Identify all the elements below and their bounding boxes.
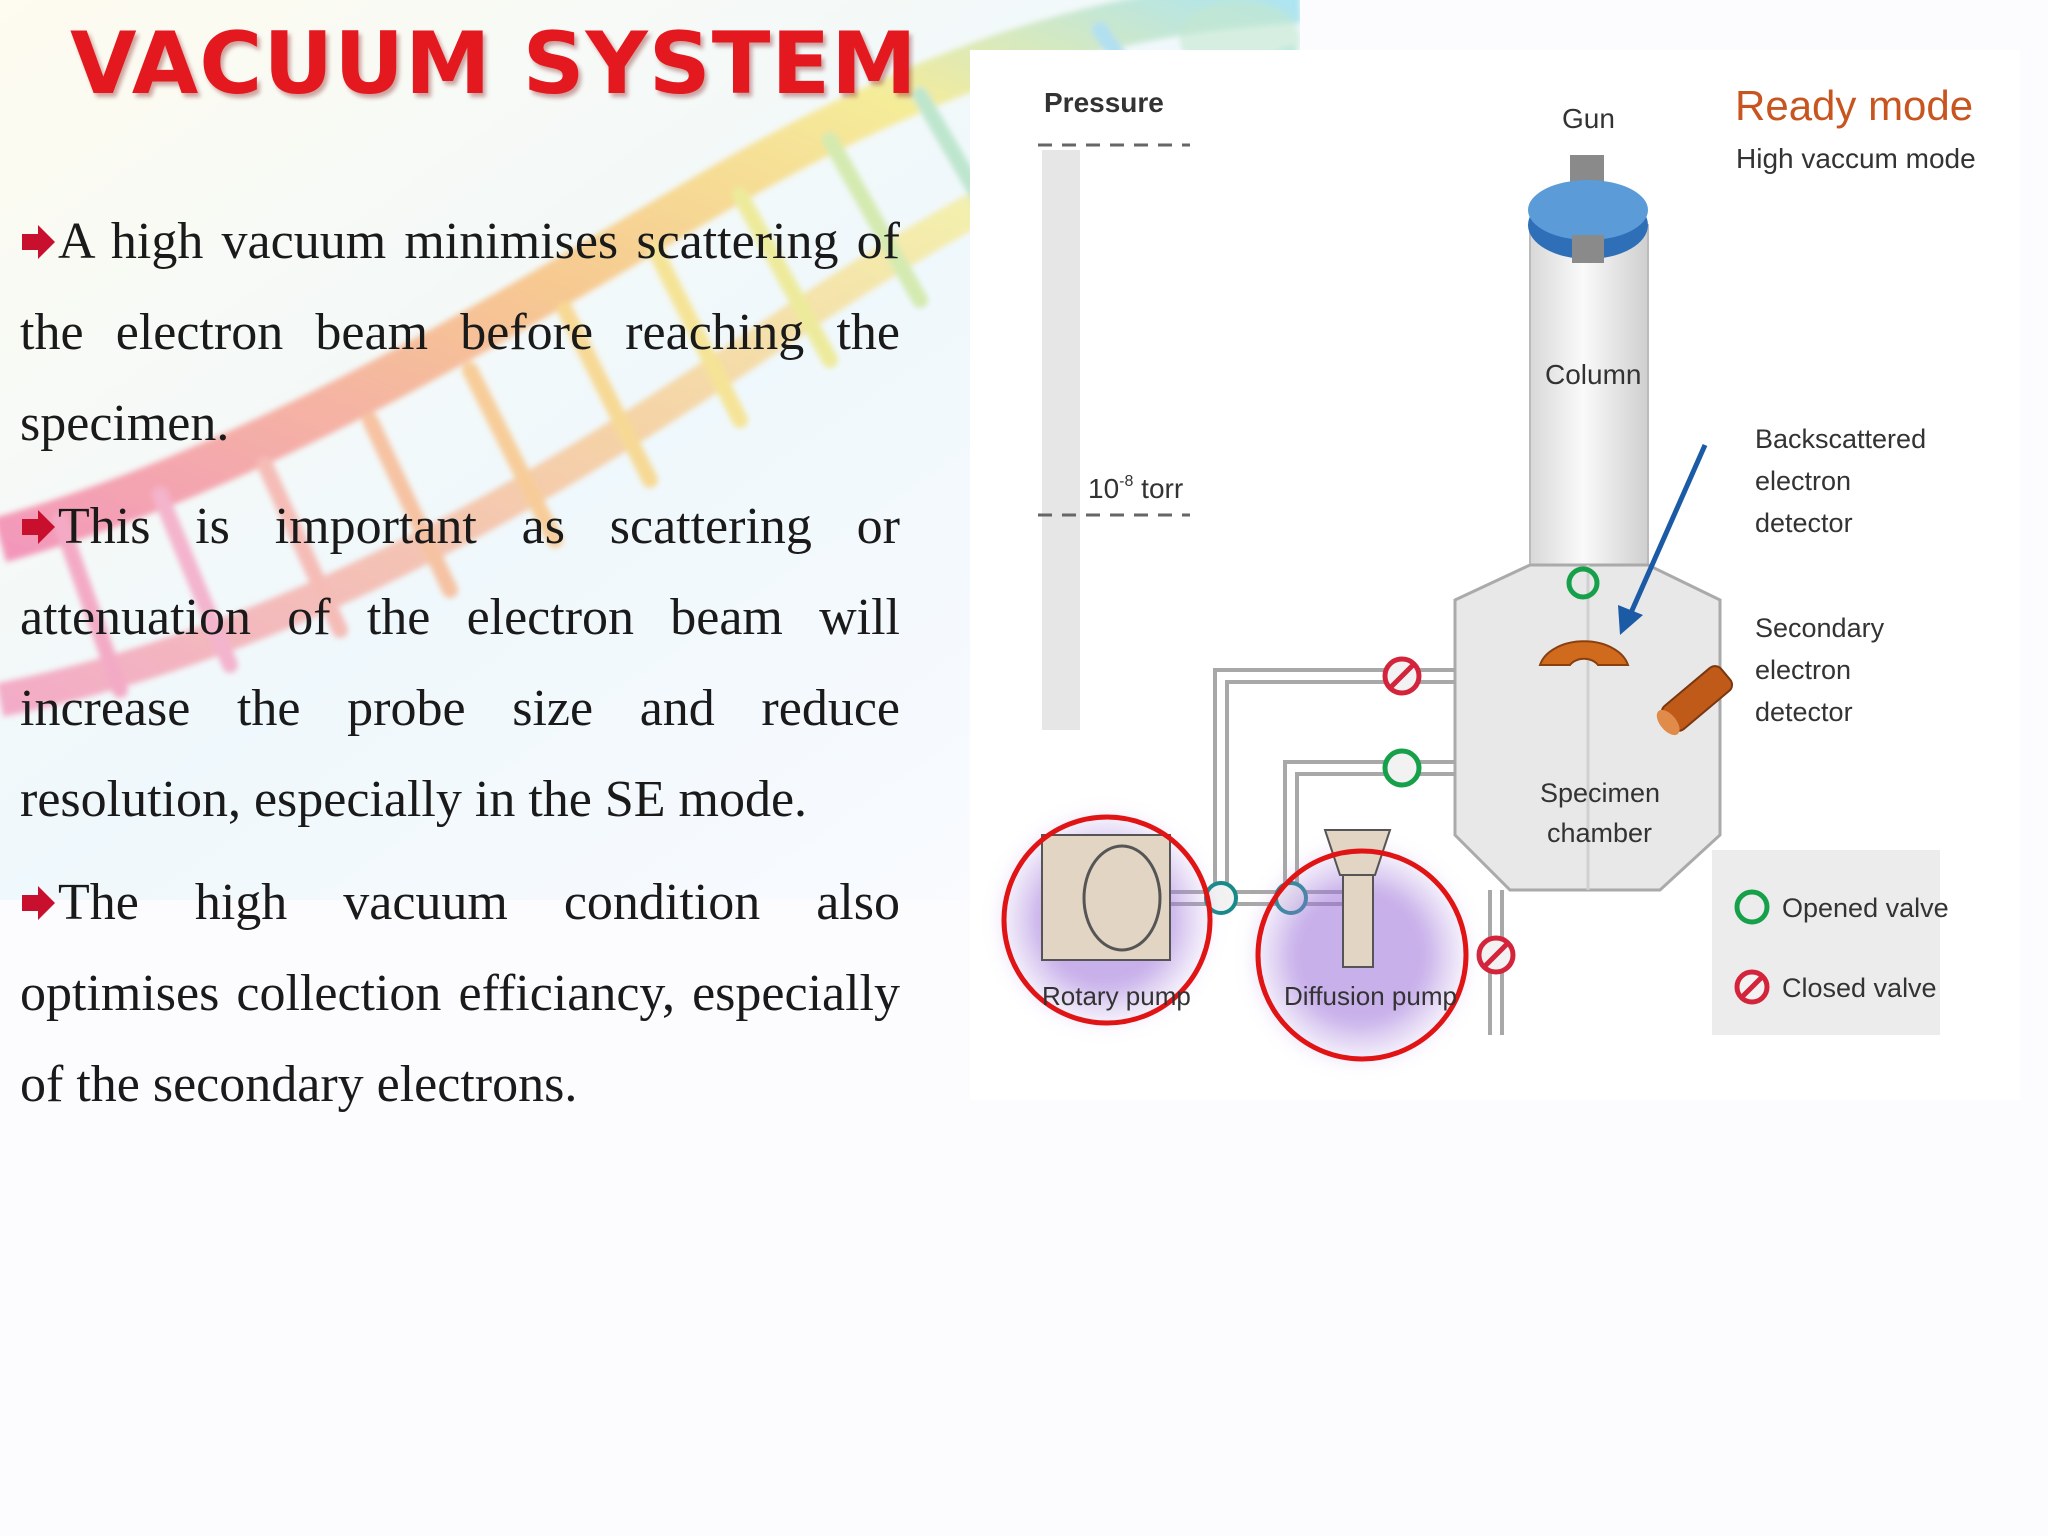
bse-pointer-arrow (1627, 443, 1708, 617)
se-detector-label: Secondary electron detector (1755, 613, 1885, 727)
bullet-text: This is important as scattering or atten… (20, 498, 900, 828)
vacuum-system-diagram: Pressure 10-8 torr Ready mode High vaccu… (970, 50, 2020, 1100)
slide-body: A high vacuum minimises scattering of th… (20, 196, 900, 1130)
diffusion-line-open-valve-icon (1382, 748, 1422, 788)
column-open-valve-icon (1566, 566, 1600, 600)
pressure-label: Pressure (1044, 87, 1164, 118)
mode-subtitle: High vaccum mode (1736, 143, 1976, 174)
slide-title: VACUUM SYSTEM (70, 14, 918, 114)
opened-valve-legend-icon (1734, 889, 1770, 925)
rotary-pump-label: Rotary pump (1042, 981, 1191, 1011)
legend-opened-label: Opened valve (1782, 893, 1949, 923)
diffusion-pump: Diffusion pump (1242, 829, 1478, 1073)
mode-title: Ready mode (1735, 82, 1973, 129)
bullet-text: A high vacuum minimises scattering of th… (20, 213, 900, 452)
legend-closed-label: Closed valve (1782, 973, 1937, 1003)
gun-label: Gun (1562, 103, 1615, 134)
arrow-bullet-icon (20, 864, 58, 920)
svg-text:Secondary: Secondary (1755, 613, 1885, 643)
backing-closed-valve-icon (1476, 935, 1516, 975)
rotary-pump-highlight-ring (1001, 814, 1213, 1026)
valve-legend: Opened valve Closed valve (1712, 850, 1949, 1035)
arrow-bullet-icon (20, 488, 58, 544)
diffusion-pump-highlight-ring (1255, 848, 1469, 1062)
upper-closed-valve-icon (1382, 656, 1422, 696)
bullet-text: The high vacuum condition also optimises… (20, 874, 900, 1113)
torr-label: 10-8 torr (1088, 473, 1183, 504)
column-label: Column (1545, 359, 1641, 390)
rotary-pump: Rotary pump (990, 805, 1220, 1035)
svg-text:electron: electron (1755, 655, 1851, 685)
backscattered-detector-icon (1538, 640, 1630, 666)
pressure-scale: Pressure 10-8 torr (1038, 87, 1190, 730)
secondary-detector-icon (1656, 665, 1734, 736)
chamber-label-line1: Specimen (1540, 778, 1660, 808)
svg-text:electron: electron (1755, 466, 1851, 496)
bullet-paragraph-1: A high vacuum minimises scattering of th… (20, 196, 900, 469)
svg-text:Backscattered: Backscattered (1755, 424, 1926, 454)
bullet-paragraph-2: This is important as scattering or atten… (20, 481, 900, 845)
svg-text:detector: detector (1755, 697, 1853, 727)
svg-text:detector: detector (1755, 508, 1853, 538)
bullet-paragraph-3: The high vacuum condition also optimises… (20, 857, 900, 1130)
diffusion-pump-label: Diffusion pump (1284, 981, 1457, 1011)
chamber-label-line2: chamber (1547, 818, 1652, 848)
electron-gun-icon (1528, 155, 1648, 263)
bse-detector-label: Backscattered electron detector (1755, 424, 1926, 538)
arrow-bullet-icon (20, 203, 58, 259)
